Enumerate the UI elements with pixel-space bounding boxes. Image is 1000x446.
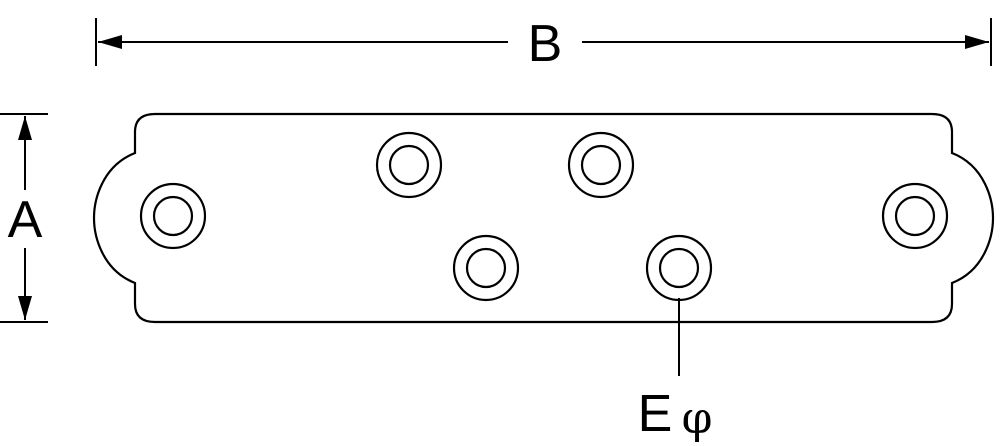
holes-group	[139, 131, 949, 302]
length-arrow-right	[965, 35, 989, 49]
hole-outer-ring	[375, 131, 443, 199]
lower-hole-right	[645, 234, 713, 302]
hole-outer-ring	[567, 131, 635, 199]
hole-inner-ring	[465, 247, 507, 289]
hole-outer-ring	[645, 234, 713, 302]
hole-dimension: E φ	[638, 298, 713, 444]
length-dimension: B	[95, 15, 992, 73]
hole-inner-ring	[658, 247, 700, 289]
hole-outer-ring	[139, 182, 207, 250]
diameter-symbol: φ	[682, 393, 713, 444]
hole-inner-ring	[152, 195, 194, 237]
height-dimension: A	[0, 113, 48, 323]
hole-outer-ring	[881, 182, 949, 250]
end-hole-right	[881, 182, 949, 250]
height-arrow-top	[18, 116, 32, 140]
hole-inner-ring	[894, 195, 936, 237]
length-label: B	[528, 15, 563, 73]
hole-label: E	[638, 385, 673, 443]
lower-hole-left	[452, 234, 520, 302]
hole-inner-ring	[388, 144, 430, 186]
upper-hole-right	[567, 131, 635, 199]
height-arrow-bottom	[18, 296, 32, 320]
upper-hole-left	[375, 131, 443, 199]
plate-outline	[92, 112, 995, 324]
height-label: A	[8, 191, 43, 249]
length-arrow-left	[98, 35, 122, 49]
end-hole-left	[139, 182, 207, 250]
hole-inner-ring	[580, 144, 622, 186]
hole-outer-ring	[452, 234, 520, 302]
